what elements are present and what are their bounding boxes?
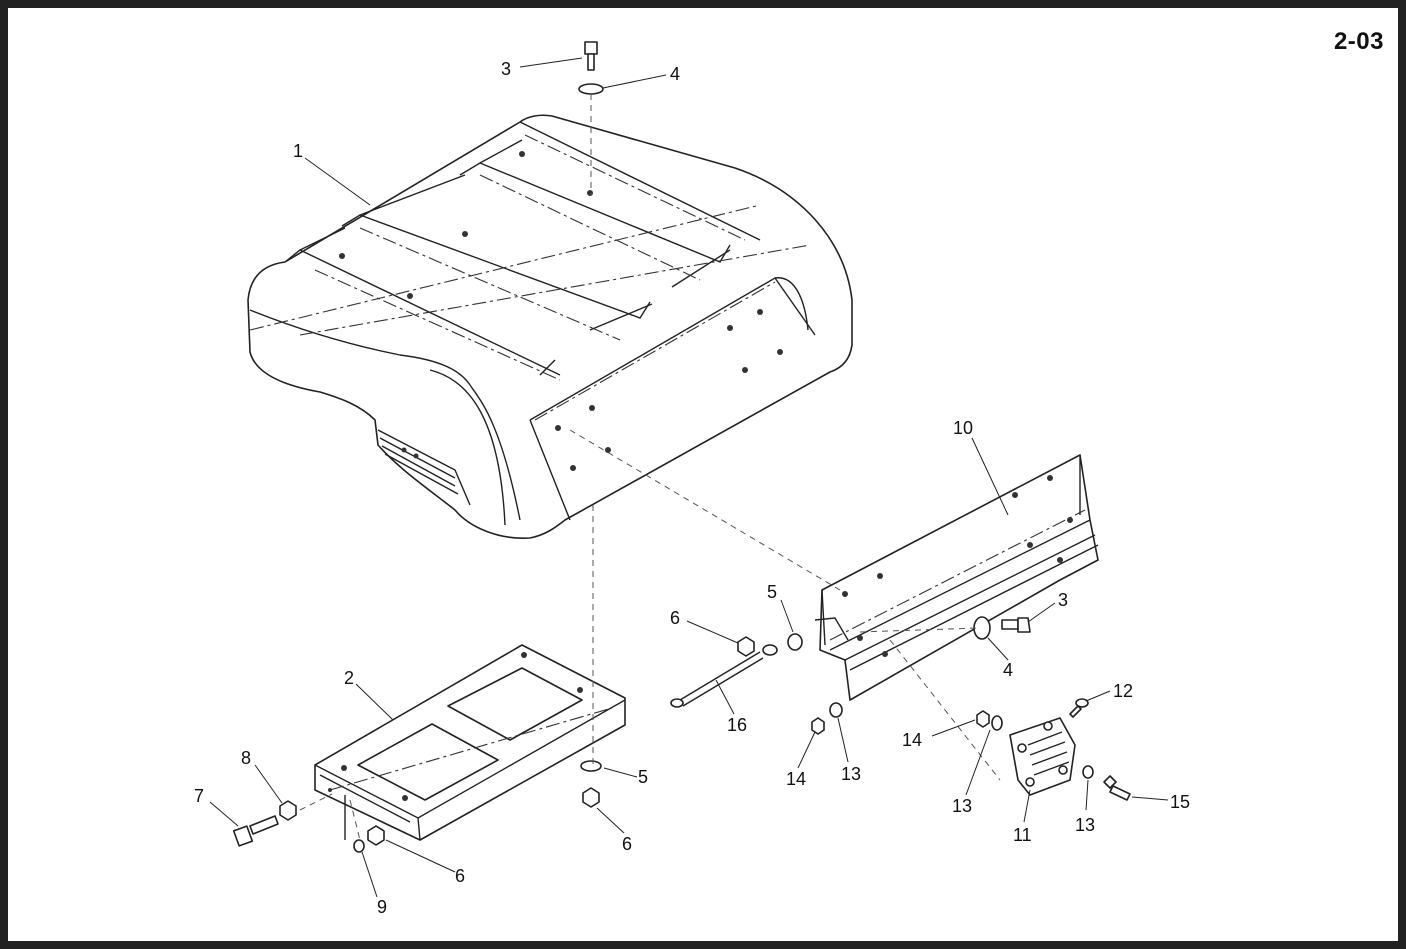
callout-6-cable: 6 (670, 608, 680, 628)
callout-4-top: 4 (670, 64, 680, 84)
callout-16: 16 (727, 715, 747, 735)
callout-6-bottom: 6 (455, 866, 465, 886)
leader-lines (209, 57, 1169, 898)
callouts: 1 2 3 3 4 4 5 5 6 6 6 7 8 9 10 11 12 13 … (194, 59, 1190, 917)
callout-9: 9 (377, 897, 387, 917)
part-7-bolt (232, 815, 279, 847)
part-6-nut-cable (737, 636, 755, 657)
part-4-washer-top (578, 83, 604, 95)
callout-6-frame: 6 (622, 834, 632, 854)
part-13-washer-b (991, 715, 1003, 731)
part-4-washer-right (973, 616, 991, 640)
callout-5-cable: 5 (767, 582, 777, 602)
callout-3-top: 3 (501, 59, 511, 79)
part-6-nut-frame (582, 787, 600, 808)
part-14-nut-a (811, 717, 825, 735)
callout-4-right: 4 (1003, 660, 1013, 680)
callout-12: 12 (1113, 681, 1133, 701)
part-5-washer-frame (580, 760, 602, 772)
part-1-seat-cover (247, 114, 853, 539)
part-3-bolt-top (584, 41, 598, 71)
callout-8: 8 (241, 748, 251, 768)
callout-5-frame: 5 (638, 767, 648, 787)
part-11-hinge (1009, 717, 1076, 796)
callout-2: 2 (344, 668, 354, 688)
part-13-washer-c (1082, 765, 1094, 779)
page-code: 2-03 (1333, 28, 1384, 55)
part-13-washer-a (829, 702, 843, 718)
part-5-washer-cable (787, 633, 803, 651)
callout-10: 10 (953, 418, 973, 438)
part-2-base-frame (314, 644, 626, 841)
callout-13-left: 13 (841, 764, 861, 784)
callout-14-right: 14 (902, 730, 922, 750)
callout-1: 1 (293, 141, 303, 161)
callout-3-right: 3 (1058, 590, 1068, 610)
part-3-bolt-right (1001, 617, 1031, 633)
callout-14-left: 14 (786, 769, 806, 789)
part-14-nut-b (976, 710, 990, 728)
part-12-screw (1069, 698, 1089, 718)
callout-15: 15 (1170, 792, 1190, 812)
part-6-nut-bottom (367, 825, 385, 846)
callout-11: 11 (1013, 825, 1032, 845)
callout-13-mid: 13 (952, 796, 972, 816)
assembly-guides (299, 94, 1001, 841)
callout-13-right: 13 (1075, 815, 1095, 835)
part-15-bolt (1103, 775, 1131, 801)
part-9-lockwasher (353, 839, 365, 853)
callout-7: 7 (194, 786, 204, 806)
part-8-nut (279, 800, 297, 821)
part-16-cable (670, 644, 778, 708)
part-10-bracket (814, 454, 1099, 701)
